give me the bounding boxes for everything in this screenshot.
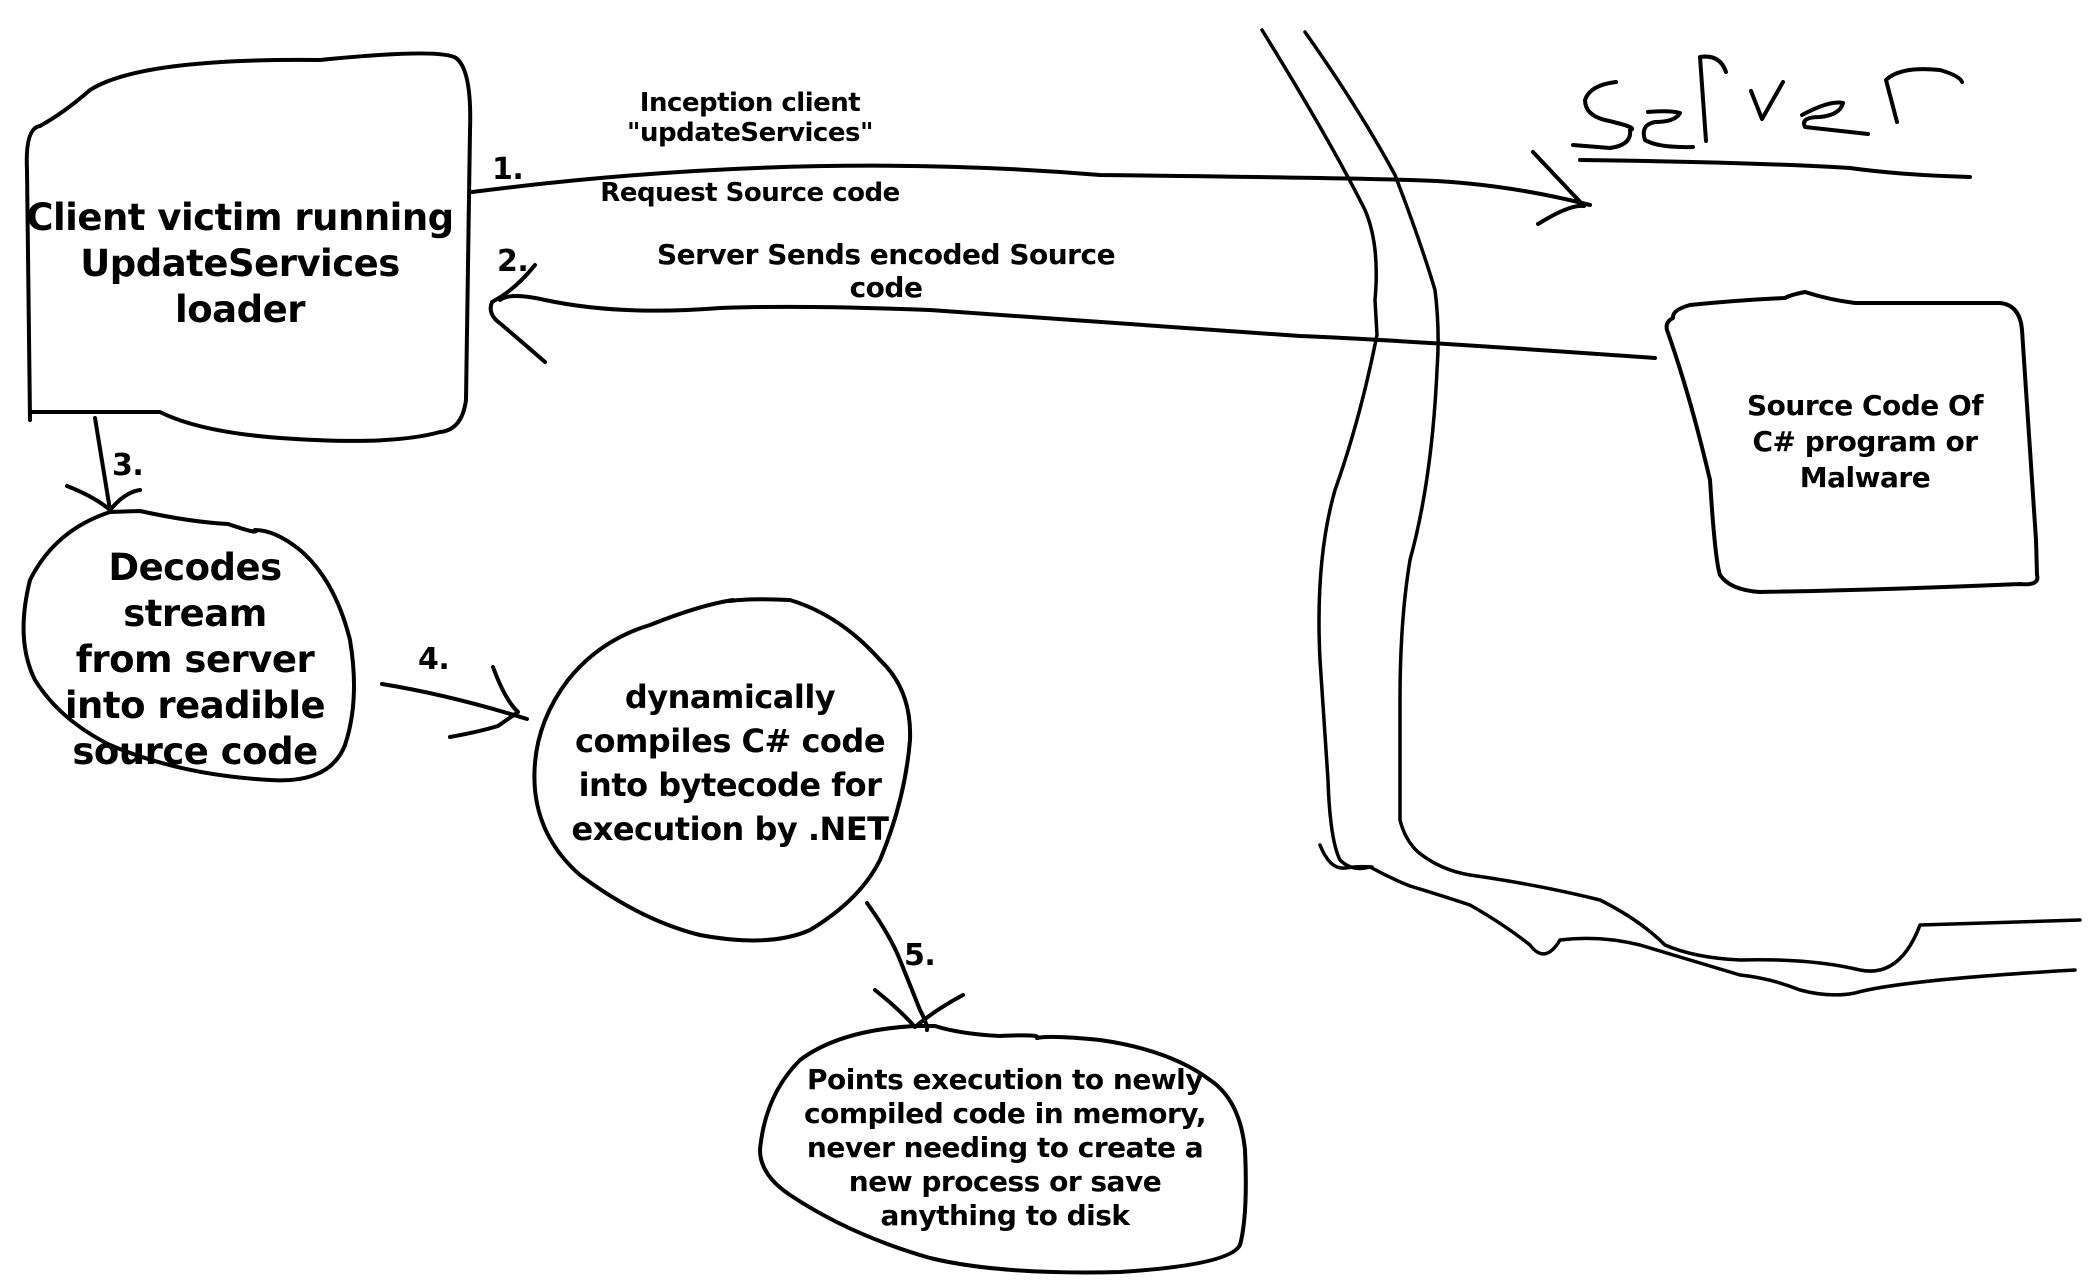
request-arrow-head [1531, 150, 1586, 226]
server-underline [1578, 158, 1972, 179]
execute-node-text: Points execution to newly compiled code … [803, 1063, 1207, 1232]
server-heading [1571, 54, 1964, 150]
execute-bubble [758, 1024, 1248, 1275]
request-label-line1: Inception client "updateServices" [627, 88, 874, 148]
network-boundary-hook [1318, 843, 1374, 870]
step-4-label: 4. [418, 642, 450, 677]
response-arrow-label: Server Sends encoded Source code [656, 238, 1116, 304]
request-arrow-line [470, 163, 1592, 207]
step-1-label: 1. [492, 152, 524, 187]
source-node-text: Source Code Of C# program or Malware [1746, 389, 1984, 494]
response-arrow-line [498, 294, 1657, 360]
compile-arrow-head [448, 665, 520, 739]
decode-arrow-line [93, 416, 112, 512]
client-box [24, 51, 473, 443]
response-arrow-head [488, 263, 547, 364]
step-3-label: 3. [112, 448, 144, 483]
source-code-box [1664, 290, 2040, 594]
compile-bubble [532, 597, 913, 943]
decode-node-text: Decodes stream from server into readible… [64, 546, 326, 773]
compile-arrow-line [380, 682, 529, 721]
decode-bubble [21, 509, 356, 783]
step-5-label: 5. [904, 938, 936, 973]
request-label-line2: Request Source code [600, 178, 900, 208]
request-arrow-label: Inception client "updateServices" Reques… [540, 58, 960, 238]
client-node-text: Client victim running UpdateServices loa… [26, 196, 454, 331]
compile-node-text: dynamically compiles C# code into byteco… [571, 678, 890, 848]
decode-arrow-head [65, 484, 142, 512]
network-boundary-left [1260, 28, 2077, 997]
step-2-label: 2. [497, 244, 529, 279]
network-boundary-right [1303, 30, 2082, 973]
execute-arrow-line [865, 901, 930, 1032]
